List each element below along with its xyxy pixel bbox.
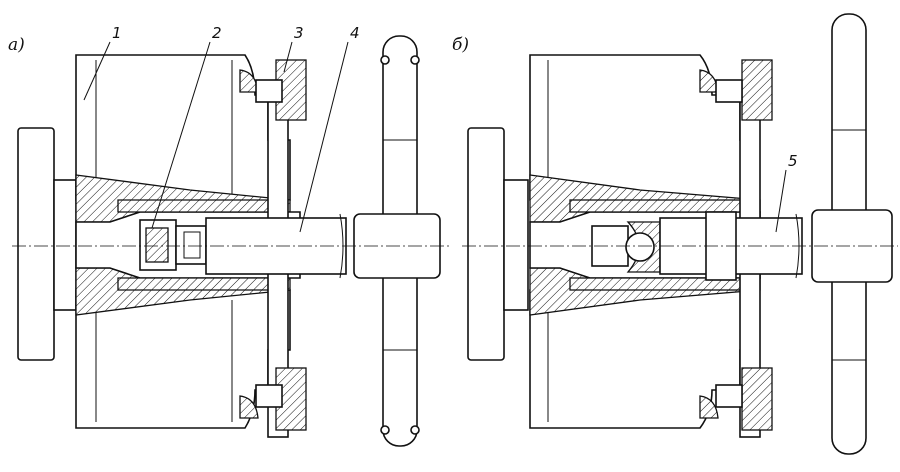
view-b-handwheel [811, 13, 893, 455]
part-label-1: 1 [112, 24, 122, 42]
view-a-handwheel [353, 35, 441, 447]
view-b-ball-joint [591, 221, 661, 273]
view-a-part-labels: 1 2 3 4 [83, 24, 360, 233]
view-b-spindle-flange [467, 127, 529, 361]
part-label-2: 2 [212, 24, 222, 42]
part-label-4: 4 [350, 24, 360, 42]
view-b: б) [452, 13, 898, 455]
part-label-5: 5 [788, 152, 798, 170]
view-b-part-labels: 5 [775, 152, 798, 233]
view-a: а) [8, 24, 450, 447]
view-a-spindle-flange [17, 127, 77, 361]
view-a-coupling [139, 219, 207, 271]
view-a-label: а) [8, 35, 25, 55]
view-b-label: б) [452, 35, 469, 55]
part-label-3: 3 [294, 24, 304, 42]
